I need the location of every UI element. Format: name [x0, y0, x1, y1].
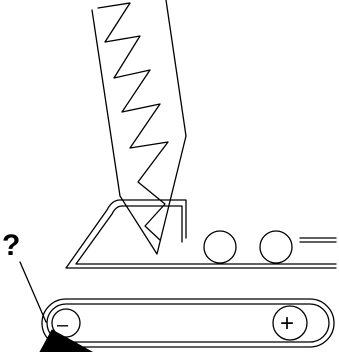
minus-sign-label: – [57, 314, 69, 336]
probe-outline [91, 0, 187, 255]
bead-left [203, 230, 237, 264]
probe [91, 0, 187, 255]
belt-track [41, 298, 335, 348]
electrode-positive [272, 305, 308, 341]
bead-right [259, 230, 293, 264]
question-pointer-line [19, 261, 47, 323]
carrier-inner-outline [75, 205, 337, 265]
belt-outer [41, 298, 335, 348]
carrier-outer-outline [65, 199, 337, 269]
belt-inner [46, 303, 330, 343]
carrier-body [65, 199, 337, 269]
plus-sign-label: + [280, 310, 294, 337]
contact-wedge [39, 329, 94, 352]
electrode-negative [51, 308, 81, 338]
question-mark-label: ? [2, 229, 20, 262]
